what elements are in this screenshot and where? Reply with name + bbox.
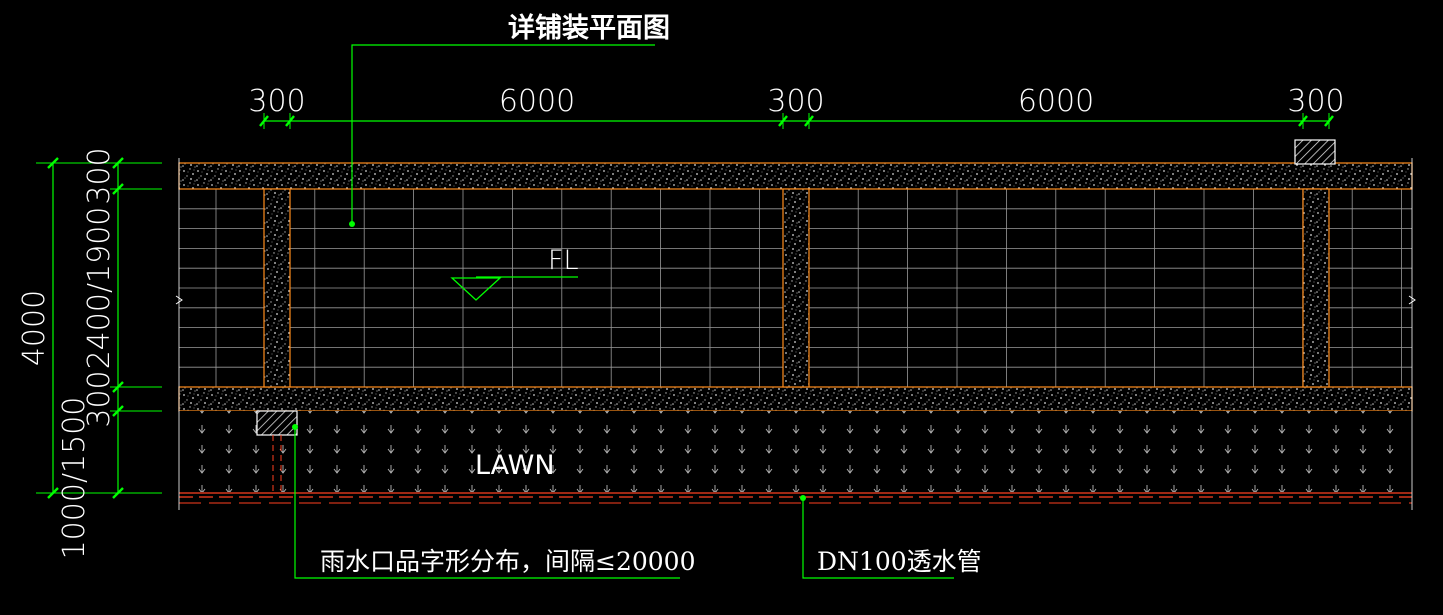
dim-left-outer: 4000 xyxy=(17,290,52,366)
title-callout: 详铺装平面图 xyxy=(349,12,670,227)
dim-top-1: 300 xyxy=(248,84,305,119)
rain-outlets xyxy=(256,139,1336,493)
bottom-band xyxy=(178,386,1413,412)
dim-top-5: 300 xyxy=(1287,84,1344,119)
dim-left-4: 1000/1500 xyxy=(57,397,92,560)
dim-left-3: 300 xyxy=(82,370,117,427)
title-label: 详铺装平面图 xyxy=(508,12,670,44)
fl-label: FL xyxy=(548,245,579,276)
pier-right xyxy=(1302,188,1330,388)
top-dimension-chain: 300 6000 300 6000 300 xyxy=(248,84,1345,129)
pier-left xyxy=(263,188,291,388)
pier-middle xyxy=(782,188,810,388)
lawn-area xyxy=(179,411,1412,492)
top-band xyxy=(178,162,1413,190)
rain-outlet-top xyxy=(1294,139,1336,165)
dim-left-2: 2400/1900 xyxy=(82,207,117,370)
lawn-label: LAWN xyxy=(475,450,555,481)
dim-top-3: 300 xyxy=(767,84,824,119)
fl-level-marker: FL xyxy=(450,245,579,301)
drain-pipe-callout: DN100透水管 xyxy=(800,495,982,579)
lawn-zone: LAWN xyxy=(178,158,1413,510)
break-marks xyxy=(175,295,1416,305)
dim-top-4: 6000 xyxy=(1018,84,1094,119)
drain-pipe-label: DN100透水管 xyxy=(817,547,982,576)
rain-outlet-label: 雨水口品字形分布，间隔≤20000 xyxy=(320,547,695,576)
paving-bands xyxy=(178,162,1413,412)
dim-top-2: 6000 xyxy=(499,84,575,119)
rain-outlet-bottom xyxy=(256,410,298,436)
rain-outlet-callout: 雨水口品字形分布，间隔≤20000 xyxy=(292,424,695,579)
dim-left-1: 300 xyxy=(82,147,117,204)
left-dimension-chain: 4000 300 2400/1900 300 1000/1500 xyxy=(17,147,162,559)
